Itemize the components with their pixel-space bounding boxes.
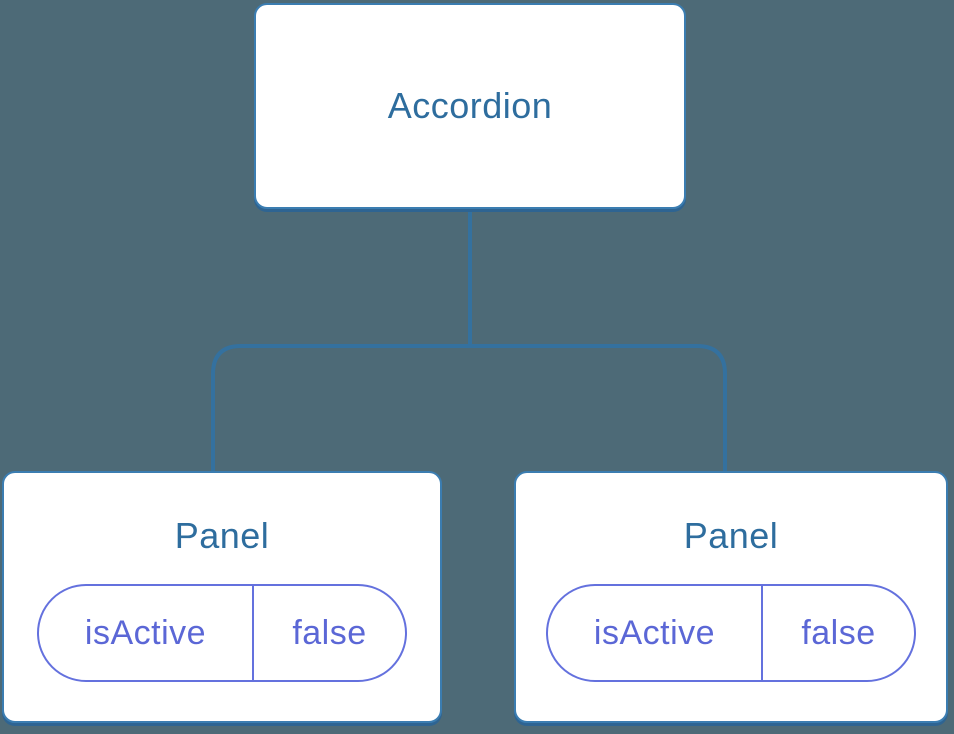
panel-node-label: Panel	[683, 515, 779, 556]
state-value: false	[801, 613, 876, 652]
accordion-node-label: Accordion	[387, 85, 553, 126]
state-pill: isActive false	[37, 584, 407, 682]
node-panel-2: Panel isActive false	[514, 471, 948, 723]
state-pill: isActive false	[546, 584, 916, 682]
state-key: isActive	[39, 586, 254, 680]
node-panel-1: Panel isActive false	[2, 471, 442, 723]
state-key: isActive	[548, 586, 763, 680]
panel-node-label: Panel	[174, 515, 270, 556]
connector-bracket	[211, 344, 727, 471]
node-accordion: Accordion	[254, 3, 686, 209]
state-value: false	[292, 613, 367, 652]
